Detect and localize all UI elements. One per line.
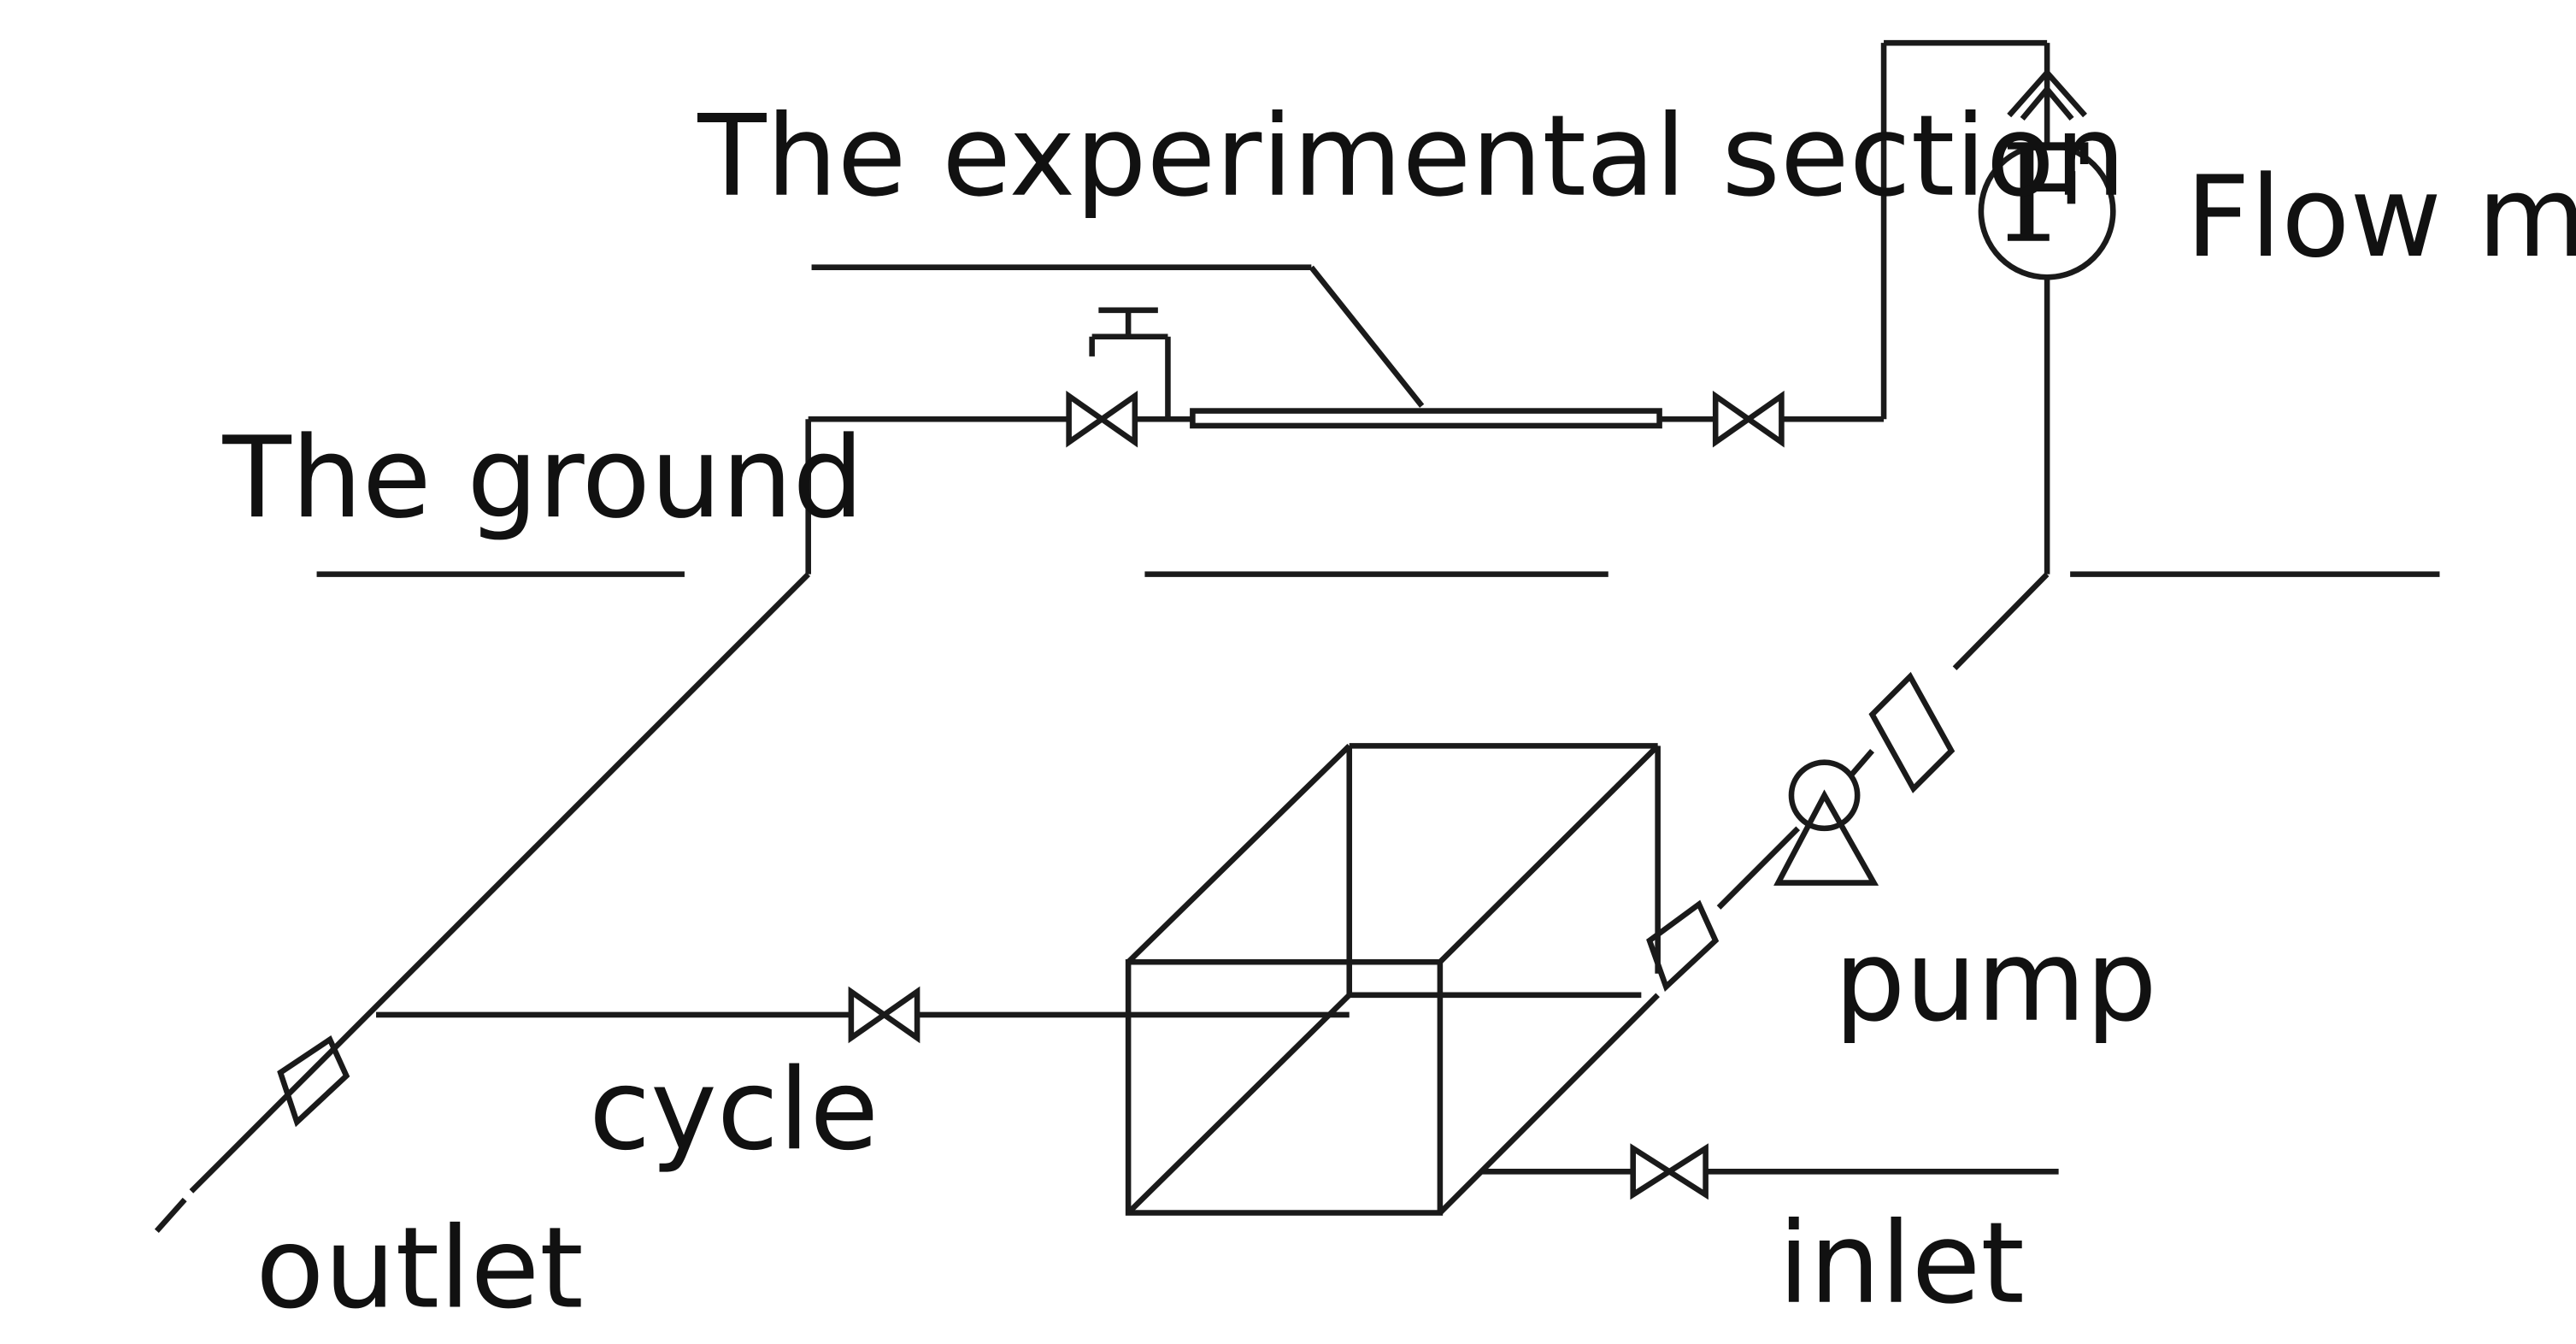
pump-label: pump [1834, 916, 2157, 1046]
top-pipe [808, 39, 2050, 422]
valve-tank-pump [1646, 899, 1720, 992]
pump-icon [1773, 759, 1879, 886]
outlet-label: outlet [256, 1203, 584, 1334]
valve-riser [1868, 671, 1956, 793]
experimental-section-label: The experimental section [697, 91, 2126, 221]
outlet-pipe [154, 419, 811, 1233]
valve-top-left [1066, 390, 1138, 448]
flow-meter-label: Flow meter [2185, 151, 2576, 282]
flow-meter-symbol: F [2000, 116, 2094, 274]
tap-handle-icon [1089, 307, 1171, 420]
experimental-section-leader [811, 264, 1425, 408]
riser-pipe-right [1716, 277, 2050, 910]
water-tank [1125, 743, 1661, 1216]
cycle-label: cycle [589, 1044, 879, 1175]
inlet-label: inlet [1779, 1198, 2025, 1329]
valve-top-right [1712, 390, 1785, 448]
ground-label: The ground [222, 412, 864, 543]
valve-cycle [848, 986, 920, 1044]
flow-meter-icon: F [1978, 68, 2116, 280]
valve-outlet [277, 1035, 350, 1128]
valve-inlet [1630, 1143, 1709, 1200]
experimental-section-tube [1190, 408, 1662, 429]
